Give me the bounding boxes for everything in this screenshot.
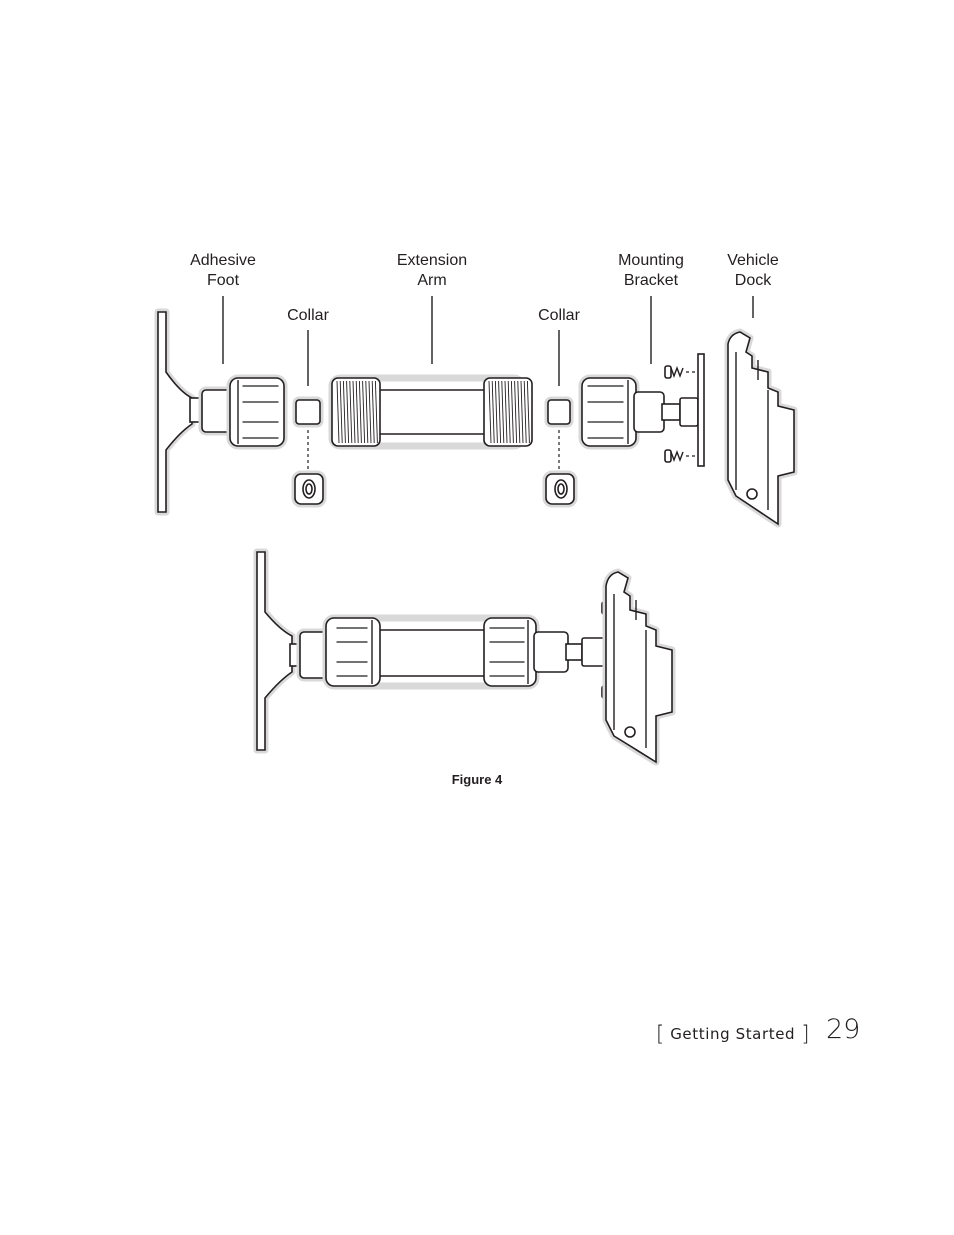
adhesive-foot-exploded: [154, 308, 288, 516]
label-vehicle-dock: Vehicle Dock: [727, 252, 779, 289]
label-mounting-bracket: Mounting Bracket: [618, 252, 684, 289]
assembled-mount: [253, 548, 676, 766]
figure-caption: Figure 4: [451, 772, 503, 787]
footer-bracket-open: [: [656, 1022, 665, 1046]
label-adhesive-foot: Adhesive Foot: [190, 252, 256, 289]
vehicle-dock-exploded: [724, 328, 798, 528]
extension-arm-exploded: [328, 374, 533, 450]
label-collar-left: Collar: [287, 307, 329, 324]
label-extension-arm: Extension Arm: [396, 252, 468, 289]
collar-right-exploded: [542, 396, 578, 508]
page-footer: [ Getting Started ]: [656, 1018, 809, 1050]
footer-bracket-close: ]: [801, 1022, 810, 1046]
mounting-bracket-exploded: [578, 353, 705, 467]
leader-lines: [222, 296, 754, 386]
footer-section-title: Getting Started: [670, 1025, 796, 1043]
collar-left-exploded: [291, 396, 327, 508]
page-number: 29: [826, 1014, 861, 1045]
label-collar-right: Collar: [538, 307, 580, 324]
